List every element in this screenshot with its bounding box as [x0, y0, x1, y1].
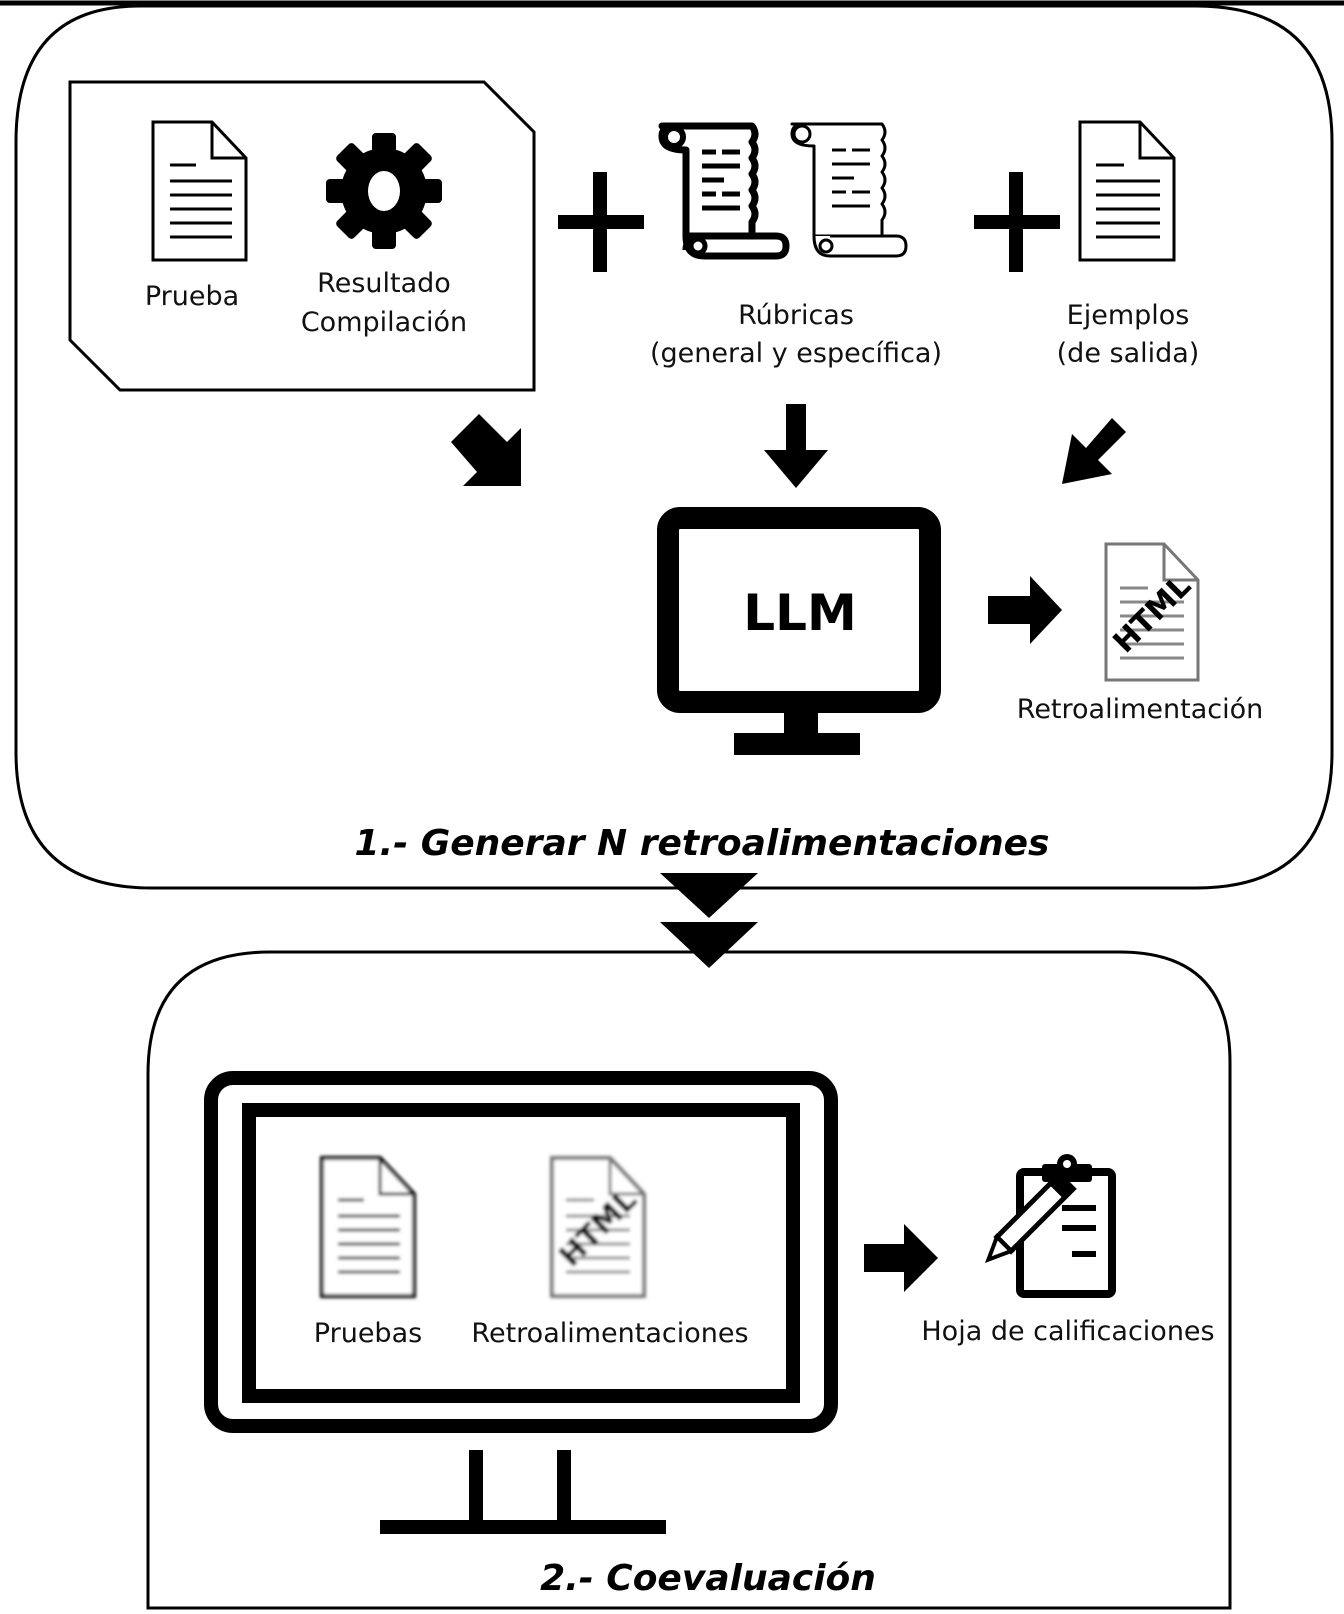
- compile-result-label-line2: Compilación: [301, 307, 467, 338]
- rubrics-label-line1: Rúbricas: [738, 300, 854, 331]
- tests-label: Pruebas: [314, 1318, 422, 1349]
- arrow-icon: [864, 1224, 938, 1292]
- rubrics-label-line2: (general y específica): [650, 338, 942, 369]
- clipboard-pencil-icon: [984, 1154, 1116, 1298]
- stage-1-title: 1.- Generar N retroalimentaciones: [355, 823, 1050, 864]
- feedback-label: Retroalimentación: [1017, 694, 1263, 725]
- scroll-icon: [658, 122, 790, 260]
- document-icon: [151, 120, 248, 262]
- arrow-icon: [988, 576, 1062, 644]
- html-document-icon: HTML: [1104, 542, 1200, 682]
- test-label: Prueba: [145, 281, 239, 312]
- stage-1-panel: Prueba Resultado Compilación: [14, 4, 1334, 890]
- examples-label-line2: (de salida): [1057, 338, 1200, 369]
- arrow-icon: [451, 414, 521, 486]
- document-icon: [1078, 120, 1176, 262]
- feedbacks-label: Retroalimentaciones: [471, 1318, 748, 1349]
- stage-1-frame: [14, 4, 1334, 890]
- monitor-icon: [657, 507, 941, 755]
- plus-icon: [558, 172, 644, 272]
- arrow-icon: [1062, 418, 1126, 484]
- stage-2-frame: [146, 950, 1232, 1610]
- stage-2-panel: Pruebas HTML Retroalimentaciones: [146, 950, 1232, 1610]
- html-document-icon: HTML: [550, 1156, 646, 1298]
- document-icon: [320, 1156, 416, 1298]
- scroll-icon: [790, 122, 908, 258]
- monitor-icon: [204, 1071, 838, 1534]
- arrow-icon: [660, 873, 758, 968]
- plus-icon: [974, 172, 1060, 272]
- stage-2-title: 2.- Coevaluación: [540, 1558, 876, 1599]
- inputs-box: [68, 80, 536, 392]
- examples-label-line1: Ejemplos: [1067, 300, 1190, 331]
- grading-sheet-label: Hoja de calificaciones: [921, 1316, 1214, 1347]
- llm-label: LLM: [743, 584, 856, 642]
- compile-result-label-line1: Resultado: [317, 268, 451, 299]
- gear-icon: [326, 133, 442, 249]
- arrow-icon: [764, 404, 828, 488]
